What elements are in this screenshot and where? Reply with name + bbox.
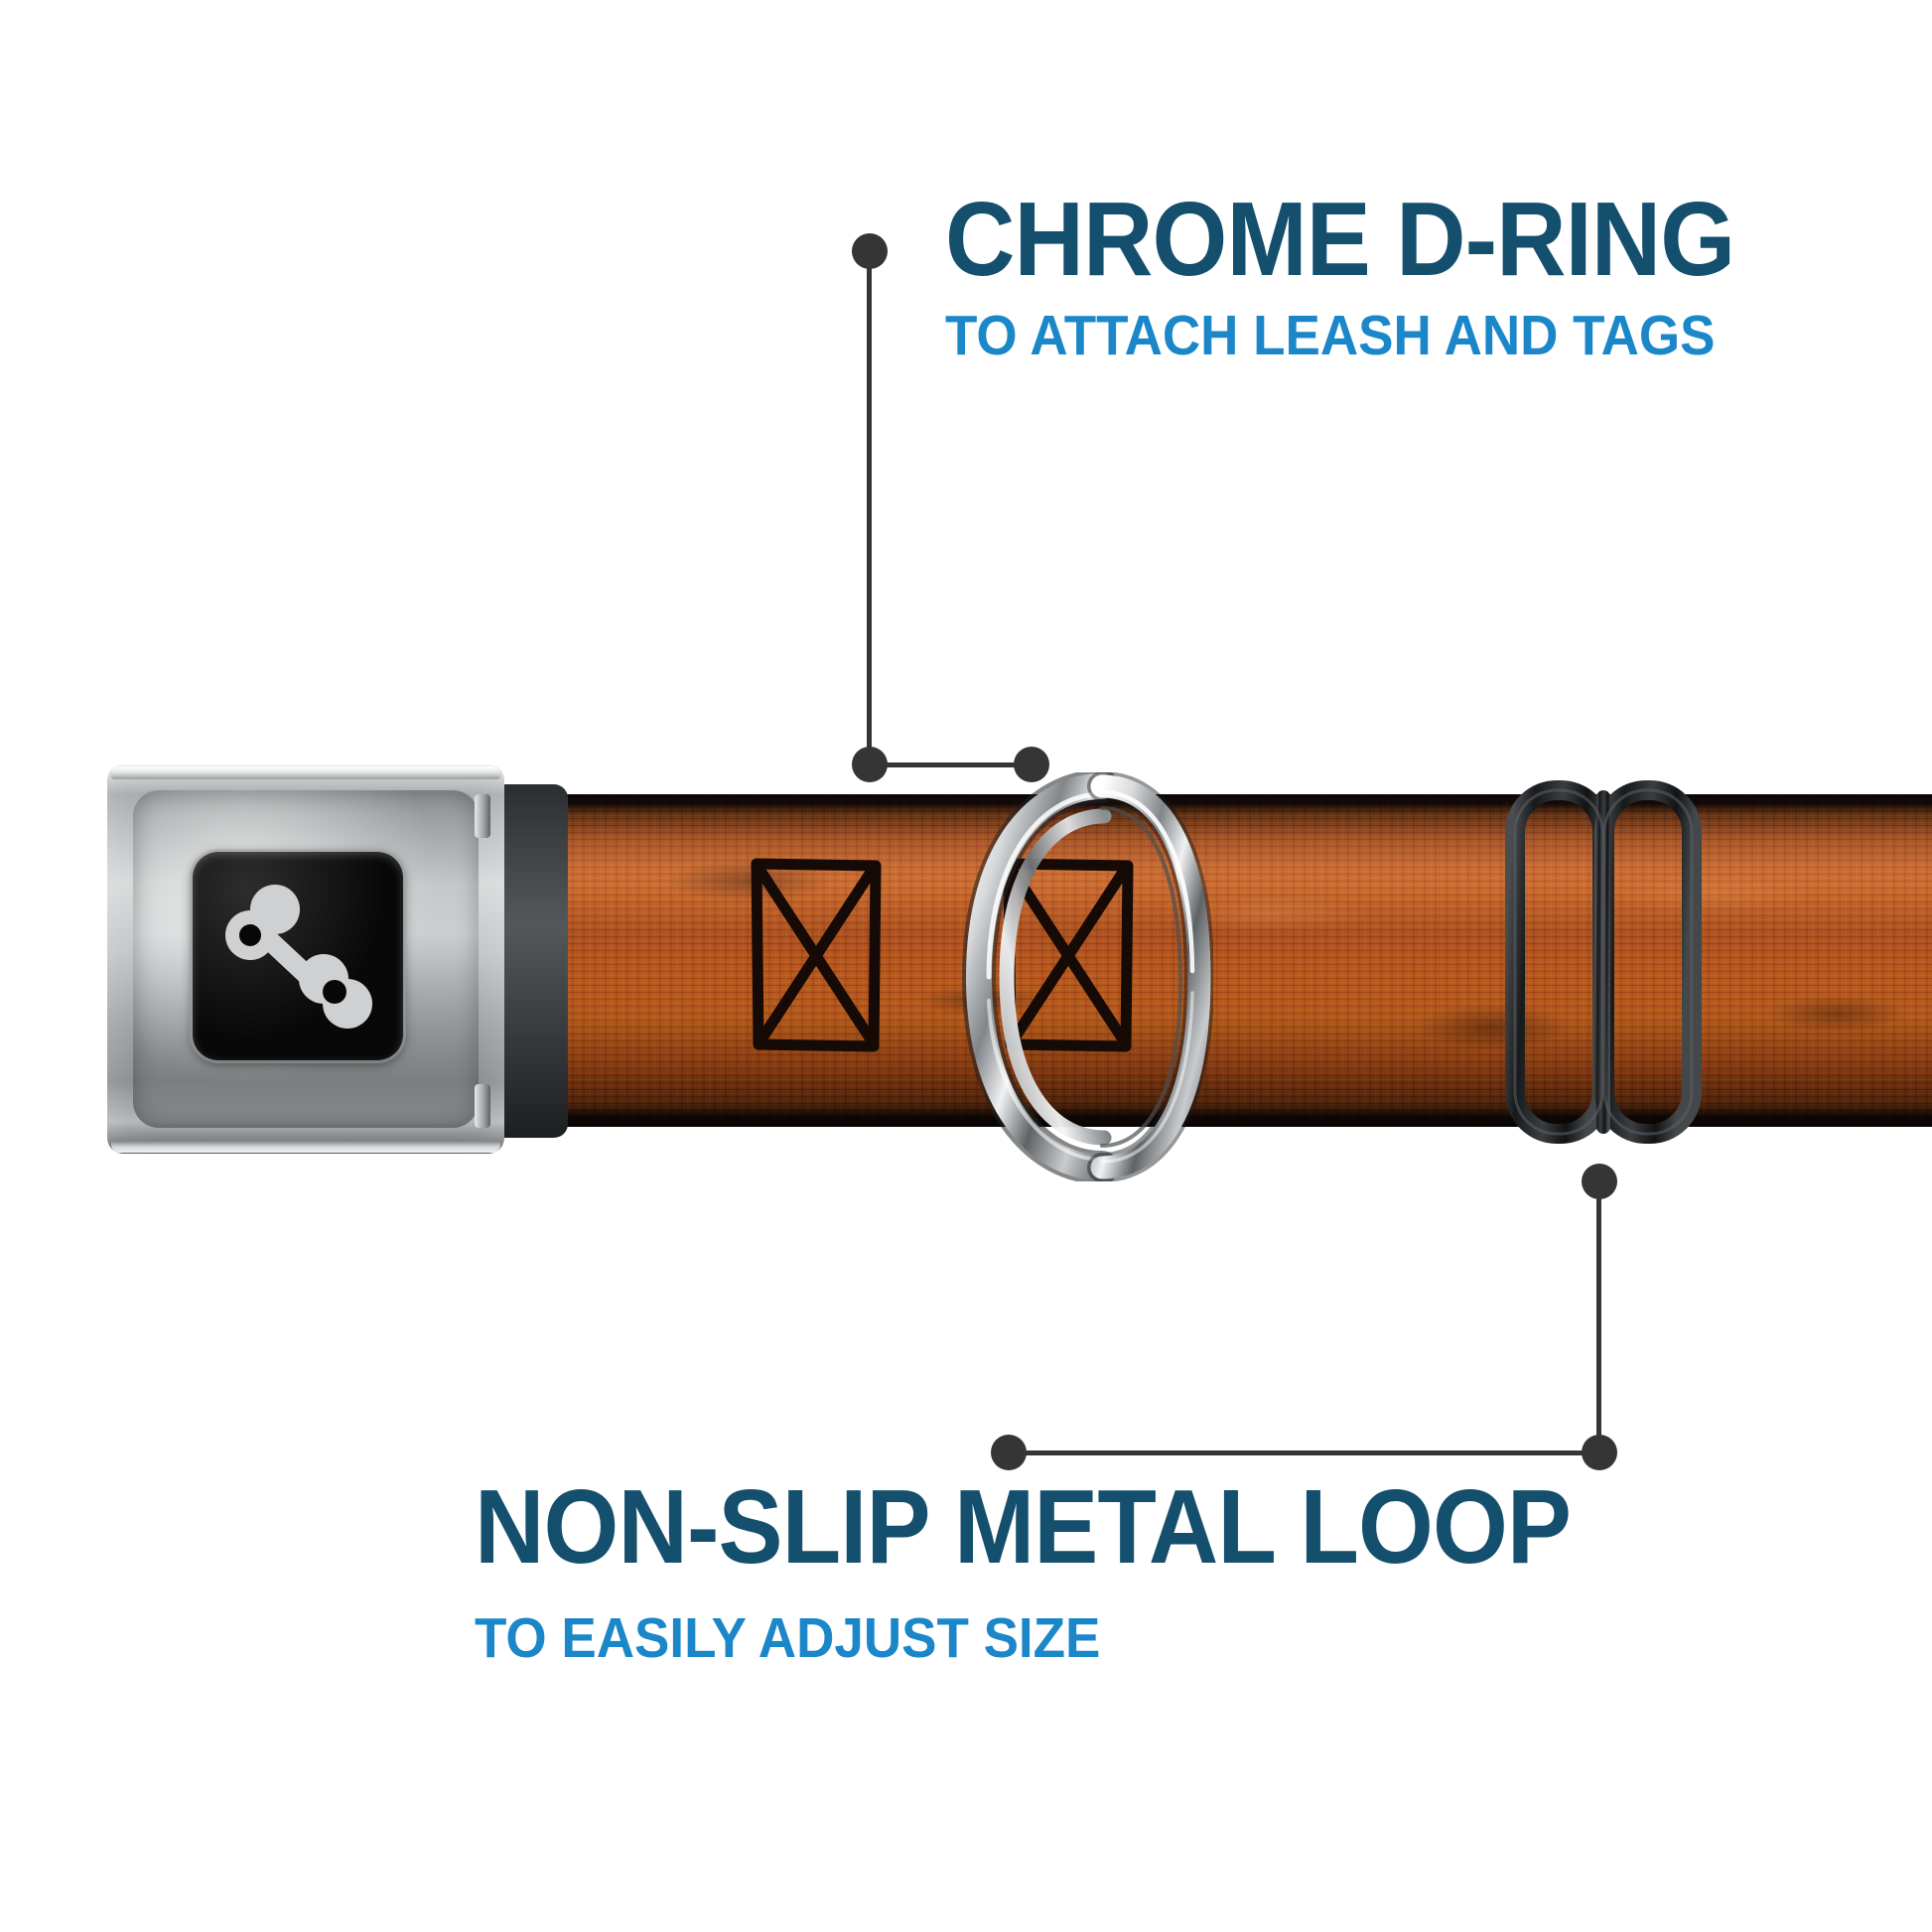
callout-subline-dring: TO ATTACH LEASH AND TAGS [945,304,1716,367]
strap-sheen-overlay [556,794,1932,1127]
leader-vertical-dring [867,251,872,767]
chrome-d-ring [961,772,1213,1181]
callout-headline-dring: CHROME D-RING [945,181,1735,298]
leader-vertical-loop [1596,1181,1601,1451]
callout-dot-headline-loop [991,1435,1027,1470]
bartack-stitch-left [751,858,882,1052]
bartack-stitch-right [1003,858,1134,1052]
leader-horizontal-loop [1008,1450,1599,1455]
strap-base-color [556,794,1932,1127]
dog-bone-icon [225,885,372,1029]
metal-slider-loop [1505,780,1702,1144]
buckle-top-edge [111,766,500,779]
buckle-prong-top [475,794,490,838]
buckle-prong-bottom [475,1084,490,1128]
collar-webbing-strap [556,794,1932,1127]
callout-subline-loop: TO EASILY ADJUST SIZE [475,1606,1101,1670]
callout-headline-loop: NON-SLIP METAL LOOP [475,1468,1572,1586]
buckle-clasp-housing [477,784,568,1138]
clasp-highlight [483,798,502,1124]
seatbelt-buckle [107,764,504,1154]
buckle-logo-plate [193,852,403,1060]
callout-dot-target-dring [1014,747,1049,782]
strap-weave-texture [556,794,1932,1127]
buckle-bottom-edge [111,1141,500,1153]
leader-horizontal-dring [867,762,1032,767]
strap-mottle-texture [556,794,1932,1127]
buckle-chrome-body [107,764,504,1154]
buckle-inner-bevel [133,790,479,1128]
